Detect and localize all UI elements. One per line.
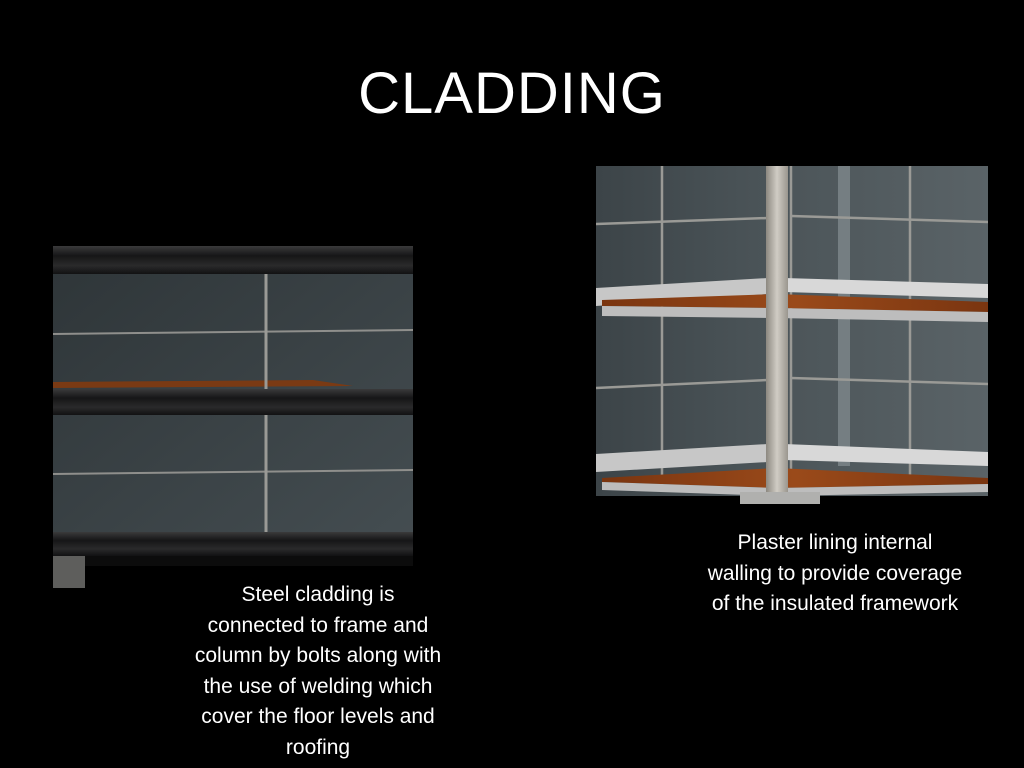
caption-line: roofing <box>285 735 351 759</box>
caption-line: cover the floor levels and <box>201 705 435 728</box>
caption-line: the use of welding which <box>203 674 433 698</box>
steel-cladding-caption: Steel cladding is connected to frame and… <box>163 580 473 763</box>
caption-line: of the insulated framework <box>711 592 959 615</box>
steel-cladding-image <box>53 246 413 588</box>
caption-line: Plaster lining internal <box>737 531 933 554</box>
plaster-lining-image <box>596 166 988 504</box>
caption-line: column by bolts along with <box>194 644 442 667</box>
caption-line: connected to frame and <box>207 613 429 637</box>
slide-title: CLADDING <box>358 61 666 126</box>
caption-line: Steel cladding is <box>241 583 395 606</box>
plaster-lining-caption: Plaster lining internal walling to provi… <box>670 528 1000 620</box>
caption-line: walling to provide coverage <box>707 561 963 585</box>
